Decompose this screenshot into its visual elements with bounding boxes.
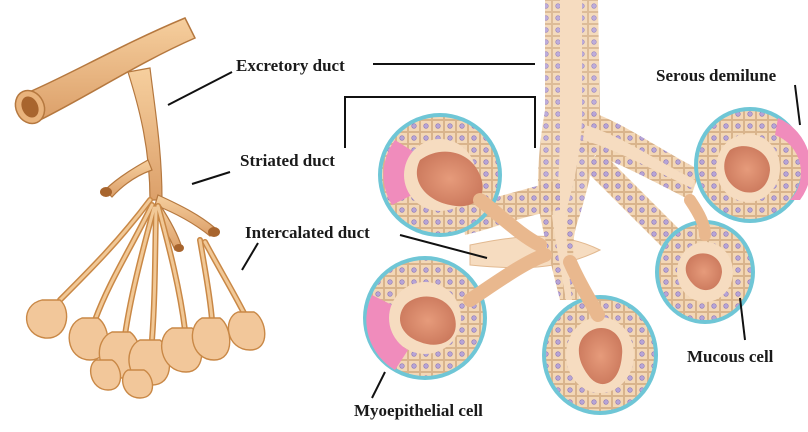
acinus-lower-left: [363, 256, 487, 380]
label-excretory-duct: Excretory duct: [236, 56, 345, 75]
label-mucous-cell: Mucous cell: [687, 347, 774, 366]
label-striated-duct: Striated duct: [240, 151, 335, 170]
leader-striated-left: [192, 172, 230, 184]
leader-myoepithelial: [372, 372, 385, 398]
label-intercalated-duct: Intercalated duct: [245, 223, 370, 242]
leader-excretory-left: [168, 72, 232, 105]
label-myoepithelial-cell: Myoepithelial cell: [354, 401, 483, 420]
leader-serous-demilune: [795, 85, 800, 125]
acinus-upper-left: [378, 113, 502, 237]
leader-intercalated-left: [242, 243, 258, 270]
label-serous-demilune: Serous demilune: [656, 66, 777, 85]
acinus-right-top: [694, 107, 808, 223]
